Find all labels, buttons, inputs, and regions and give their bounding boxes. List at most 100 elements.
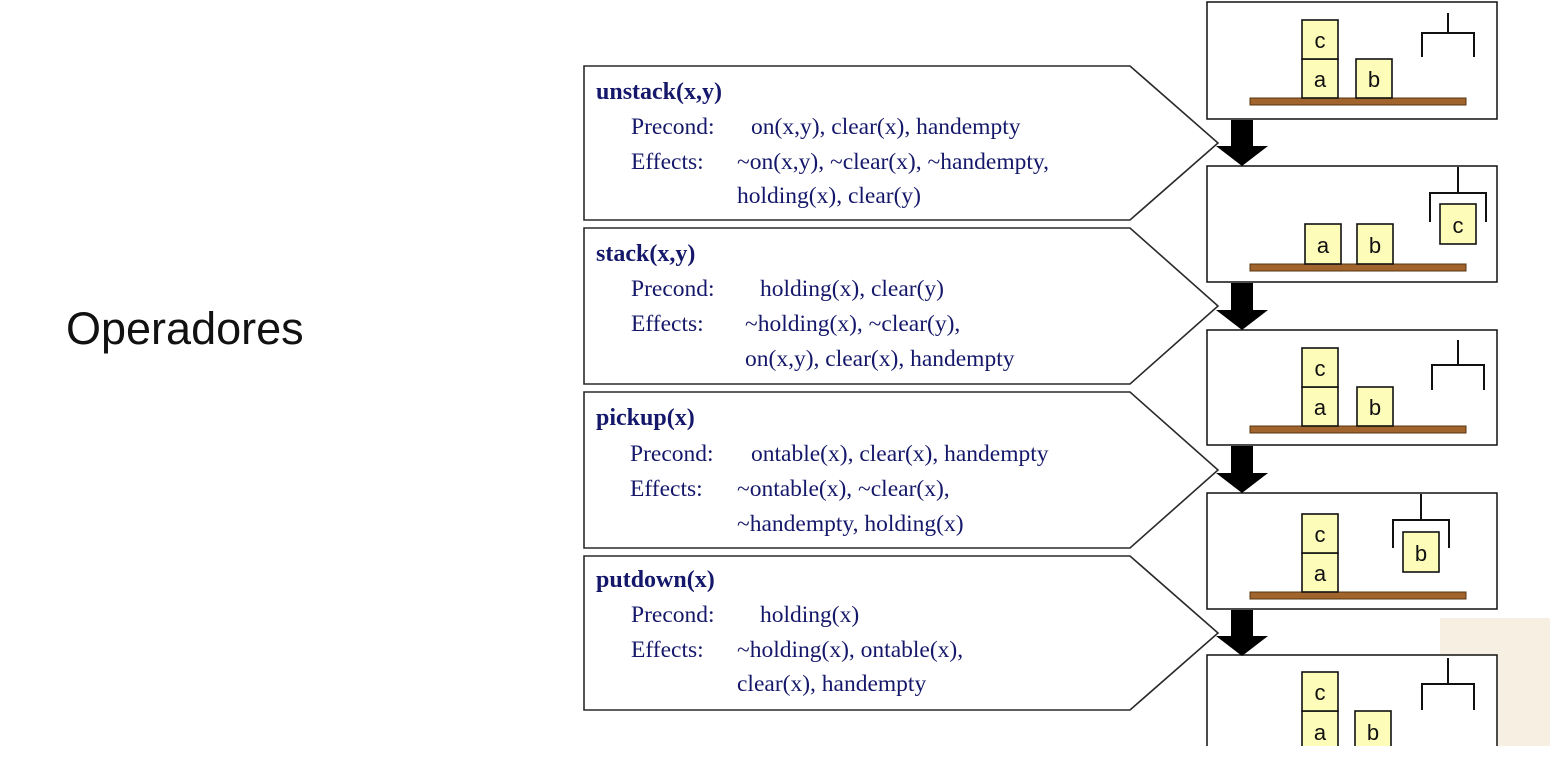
table-surface [1249,591,1467,600]
transition-arrow-icon [1216,283,1268,330]
effects-text: ~ontable(x), ~clear(x), [737,476,950,502]
block-a-label: a [1314,67,1327,92]
block-b-label: b [1369,395,1381,420]
state-panel-5: a c b [1200,618,1550,762]
operator-frame [583,65,1220,221]
block-b-label: b [1367,720,1379,745]
block-b-label: b [1415,541,1427,566]
precond-text: holding(x), clear(y) [760,276,944,302]
effects-label: Effects: [630,476,703,502]
state-panel-4: a c b [1206,492,1498,610]
block-b-label: b [1368,67,1380,92]
block-a [1301,58,1339,99]
block-b [1356,386,1394,427]
slide-title: Operadores [66,303,304,354]
block-b [1355,58,1393,99]
effects-label: Effects: [631,149,704,175]
block-a-label: a [1314,395,1327,420]
effects-text: ~holding(x), ontable(x), [737,637,963,663]
operator-name: putdown [596,567,687,593]
operator-args: (x,y) [649,241,695,267]
effects-text-continued: ~handempty, holding(x) [737,511,964,537]
effects-text: ~on(x,y), ~clear(x), ~handempty, [737,149,1049,175]
effects-text-continued: on(x,y), clear(x), handempty [745,346,1015,372]
operator-effects-line: Effects: ~holding(x), ~clear(y), [631,311,960,337]
state-frame [1206,654,1498,762]
operator-name: stack [596,241,650,267]
block-b [1354,710,1392,751]
robot-hand-icon [1421,658,1475,710]
block-b-label: b [1369,233,1381,258]
block-a-label: a [1317,233,1330,258]
state-panel-3: a c b [1206,329,1498,446]
effects-text: ~holding(x), ~clear(y), [745,311,960,337]
block-c [1301,347,1339,388]
block-a-label: a [1314,720,1327,745]
operator-effects-line: Effects: ~holding(x), ontable(x), [631,637,963,663]
operator-putdown: putdown(x) Precond: holding(x) Effects: ~h… [583,555,1220,711]
precond-text: on(x,y), clear(x), handempty [751,114,1021,140]
operator-args: (x,y) [676,79,722,105]
operator-args: (x) [667,405,695,431]
robot-hand-icon [1429,167,1487,222]
table-surface [1249,97,1467,106]
precond-text: holding(x) [760,602,859,628]
operator-args: (x) [687,567,715,593]
operator-effects-line: Effects: ~on(x,y), ~clear(x), ~handempty, [631,149,1049,175]
effects-label: Effects: [631,311,704,337]
operator-precond-line: Precond: holding(x) [631,602,859,628]
robot-hand-icon [1431,340,1485,390]
table-surface [1249,425,1467,434]
precond-text: ontable(x), clear(x), handempty [751,441,1049,467]
robot-hand-icon [1392,494,1450,548]
operator-signature: putdown(x) [596,567,715,593]
table-surface [1249,263,1467,272]
precond-label: Precond: [631,602,715,628]
block-a [1301,386,1339,427]
effects-text-continued: holding(x), clear(y) [737,183,921,209]
operator-effects-line: Effects: ~ontable(x), ~clear(x), [630,476,950,502]
operator-name: unstack [596,79,677,105]
block-c-label: c [1315,28,1326,53]
operator-frame [583,227,1220,385]
robot-hand-icon [1421,13,1475,57]
block-c-label: c [1453,213,1464,238]
precond-label: Precond: [631,276,715,302]
precond-label: Precond: [631,114,715,140]
block-b-held [1402,531,1440,573]
operator-frame [583,391,1220,549]
transition-arrow-icon [1216,120,1268,166]
operator-stack: stack(x,y) Precond:holding(x), clear(y) … [583,227,1220,385]
bottom-crop [1200,746,1550,762]
operator-unstack: unstack(x,y) Precond: on(x,y), clear(x), … [583,65,1220,221]
operator-signature: pickup(x) [596,405,695,431]
state-frame [1206,492,1498,610]
block-c [1301,19,1339,60]
block-a-label: a [1314,561,1327,586]
transition-arrow-icon [1216,610,1268,656]
transition-arrow-icon [1216,446,1268,493]
block-c-held [1439,203,1477,245]
state-panel-1: a c b [1206,1,1498,120]
block-c-label: c [1315,356,1326,381]
operator-frame [583,555,1220,711]
block-c [1301,671,1339,712]
block-c-label: c [1315,680,1326,705]
state-panel-2: a b c [1206,165,1498,283]
block-a [1304,223,1342,265]
block-c [1301,513,1339,554]
operator-precond-line: Precond: ontable(x), clear(x), handempty [630,441,1049,467]
precond-label: Precond: [630,441,714,467]
block-c-label: c [1315,522,1326,547]
operator-precond-line: Precond: on(x,y), clear(x), handempty [631,114,1021,140]
block-a [1301,552,1339,593]
operator-pickup: pickup(x) Precond: ontable(x), clear(x), … [583,391,1220,549]
effects-text-continued: clear(x), handempty [737,671,926,697]
operator-signature: stack(x,y) [596,241,695,267]
operator-name: pickup [596,405,667,431]
operator-signature: unstack(x,y) [596,79,722,105]
effects-label: Effects: [631,637,704,663]
operator-precond-line: Precond: holding(x), clear(y) [631,276,944,302]
block-b [1356,223,1394,265]
